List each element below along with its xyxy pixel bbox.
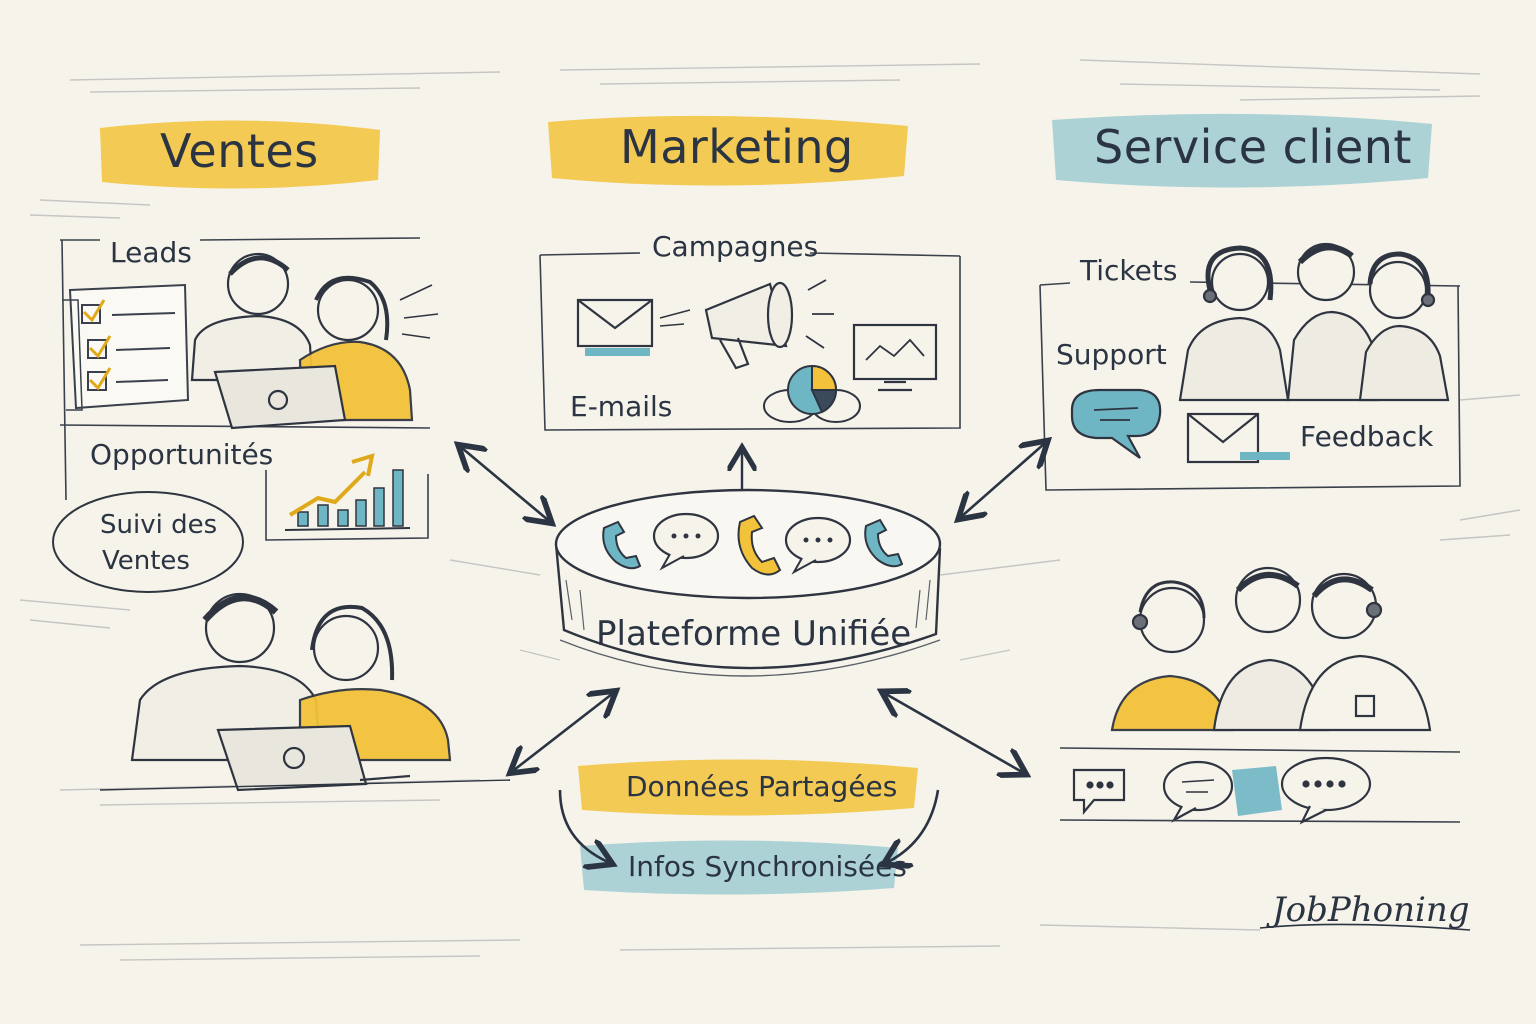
envelope-icon [576,298,691,356]
label-feedback: Feedback [1300,420,1434,453]
label-tickets: Tickets [1080,254,1178,287]
header-service: Service client [1094,120,1412,174]
chat-bubble-icon [652,512,720,571]
label-leads: Leads [110,236,192,269]
label-emails: E-mails [570,390,673,423]
label-synced-info: Infos Synchronisées [628,850,907,883]
label-opportunities: Opportunités [90,438,274,471]
label-sales-tracking-2: Ventes [102,546,190,576]
phone-icon [737,514,782,576]
header-marketing: Marketing [620,120,854,174]
label-sales-tracking-1: Suivi des [100,510,218,540]
brand-underline [1259,923,1471,931]
header-highlights [100,113,1432,895]
label-shared-data: Données Partagées [626,770,898,803]
bar-chart-icon [284,453,411,531]
sales-team-top [190,252,414,430]
phone-icon [864,518,904,568]
service-team-top [1178,242,1450,402]
feedback-envelope-icon [1186,412,1290,464]
brand-logo: JobPhoning [1272,890,1470,930]
support-chat-bubble-icon [1070,388,1162,459]
motion-lines [399,284,439,339]
hub-icons [602,512,904,576]
connector-arrows [462,444,1044,862]
label-support: Support [1056,338,1167,371]
label-campaigns: Campagnes [652,230,819,263]
megaphone-icon [704,279,834,370]
pie-chart-icon [763,364,861,423]
chat-bubbles-row [1072,756,1372,825]
monitor-icon [852,323,938,392]
sales-tracking-oval [52,491,244,593]
hub-label: Plateforme Unifiée [596,614,912,654]
phone-icon [602,520,642,570]
service-team-bottom [1110,566,1432,732]
header-sales: Ventes [160,124,319,178]
sales-team-bottom [99,592,511,792]
chat-bubble-icon [784,516,852,575]
section-frames [59,237,1461,823]
checklist-icon [62,283,190,411]
